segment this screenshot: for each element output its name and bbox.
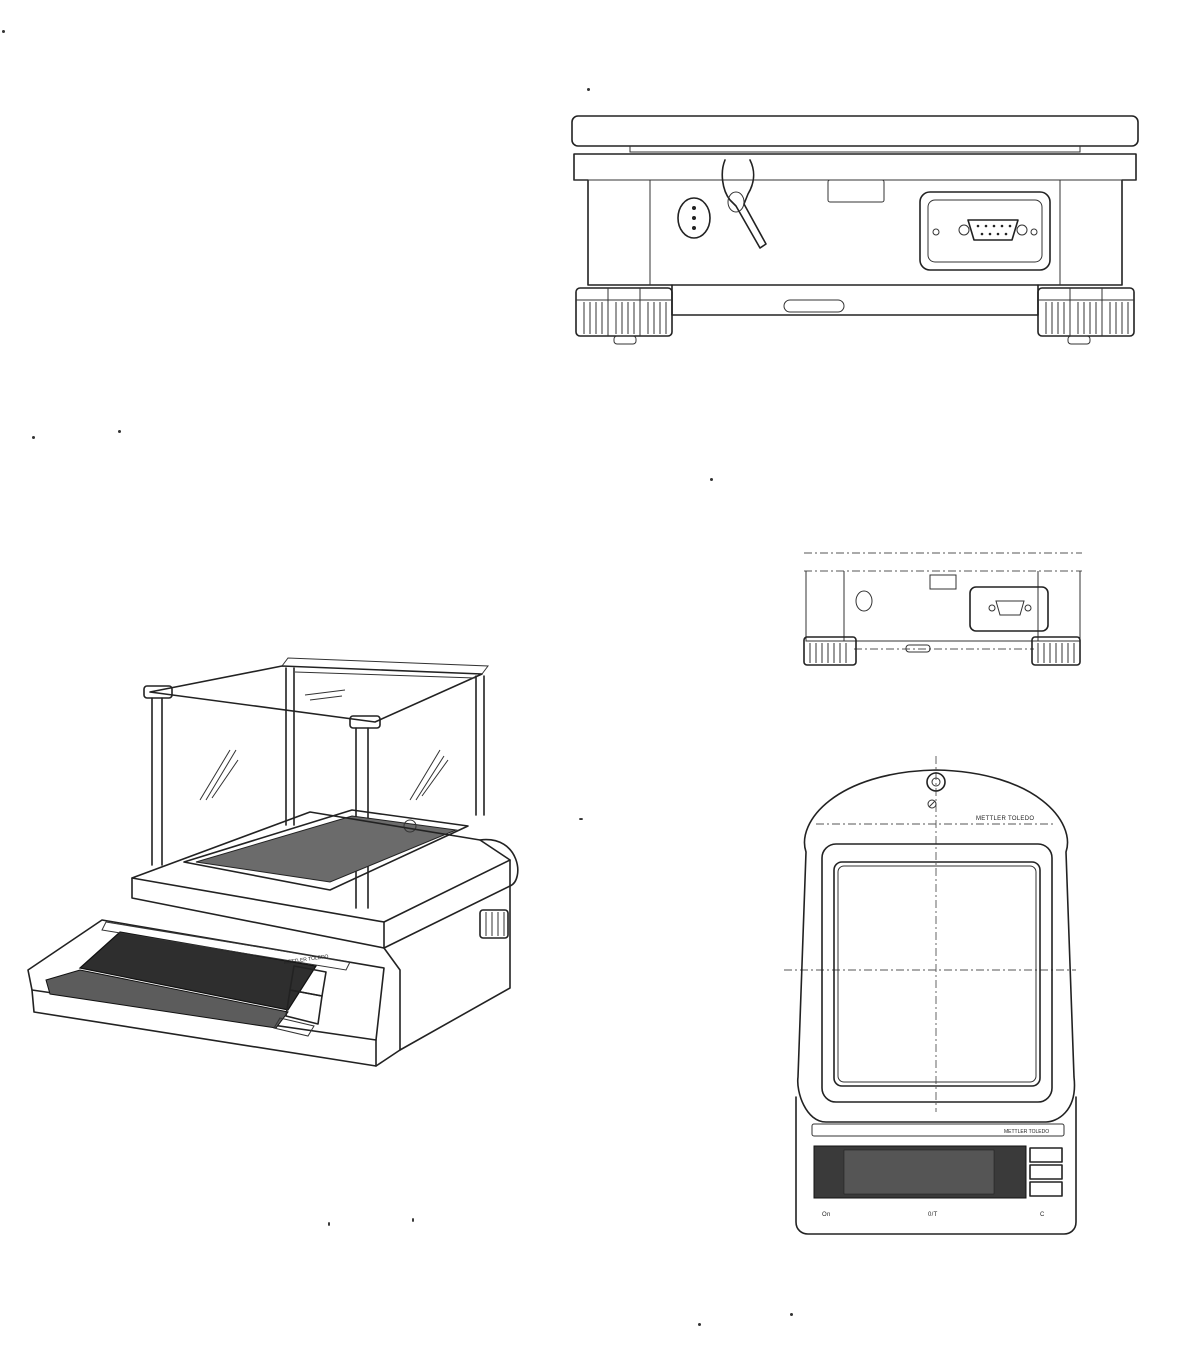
rear-view-drawing xyxy=(571,115,1139,345)
scan-speck xyxy=(579,818,583,820)
scan-speck xyxy=(587,88,590,91)
scan-speck xyxy=(412,1218,414,1222)
scan-speck xyxy=(32,436,35,439)
scan-speck xyxy=(118,430,121,433)
scan-speck xyxy=(710,478,713,481)
key-lock-icon xyxy=(721,159,767,249)
power-socket-icon xyxy=(677,197,711,239)
right-feet xyxy=(1037,287,1135,345)
key-clear-label: C xyxy=(1040,1212,1045,1218)
scan-speck xyxy=(2,30,5,33)
left-feet xyxy=(575,287,673,345)
rear-view-small-drawing xyxy=(803,552,1082,666)
key-on-label: On xyxy=(822,1212,831,1218)
perspective-view-drawing: METTLER TOLEDO xyxy=(27,657,519,1067)
serial-port-icon xyxy=(958,219,1028,241)
key-tare-label: 0/T xyxy=(928,1212,938,1218)
scan-speck xyxy=(328,1222,330,1226)
brand-mark-top: METTLER TOLEDO xyxy=(976,816,1034,822)
top-view-drawing: METTLER TOLEDO METTLER TOLEDO On 0/T C xyxy=(784,756,1077,1235)
scan-speck xyxy=(790,1313,793,1316)
scan-speck xyxy=(698,1323,701,1326)
brand-mark-console: METTLER TOLEDO xyxy=(1004,1129,1049,1135)
level-indicator-icon xyxy=(926,772,946,792)
